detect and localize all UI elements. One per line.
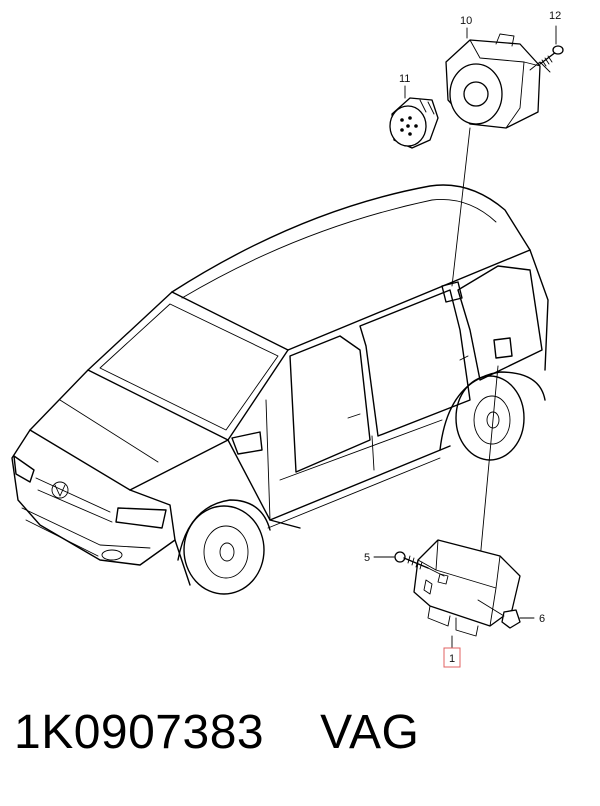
part-6-clip xyxy=(477,599,521,629)
callout-12: 12 xyxy=(549,10,561,22)
callout-5: 5 xyxy=(364,552,370,564)
leader-line-10 xyxy=(451,127,471,287)
brand-label: VAG xyxy=(320,706,420,759)
part-12-screw xyxy=(539,45,564,67)
callout-6: 6 xyxy=(539,613,545,625)
part-11-connector xyxy=(389,97,439,149)
callout-1: 1 xyxy=(449,653,455,665)
part-1-control-unit xyxy=(413,539,521,637)
callout-10: 10 xyxy=(460,15,472,27)
car-illustration xyxy=(11,184,549,595)
part-10-housing xyxy=(445,33,551,129)
callout-1-highlight-box xyxy=(443,647,461,668)
callout-11: 11 xyxy=(399,73,410,85)
caption: 1K0907383 VAG xyxy=(14,705,419,760)
leader-line-1 xyxy=(479,365,499,561)
part-number: 1K0907383 xyxy=(14,706,265,759)
part-5-bolt xyxy=(394,551,445,577)
parts-diagram: 10 12 11 5 6 1 xyxy=(11,10,564,668)
